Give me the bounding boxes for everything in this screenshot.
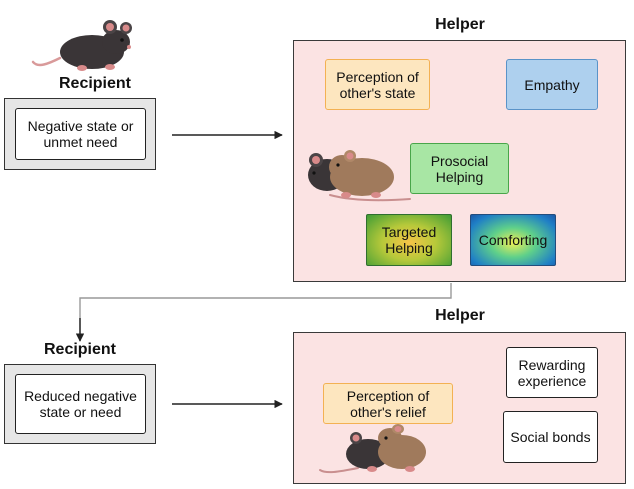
empathy-box: Empathy <box>506 59 598 110</box>
prosocial-helping-box: Prosocial Helping <box>410 143 509 194</box>
recipient-title-top: Recipient <box>58 75 131 92</box>
comforting-box: Comforting <box>470 214 556 266</box>
social-bonds-box: Social bonds <box>503 411 598 463</box>
relief-perception-box: Perception of other's relief <box>323 383 453 424</box>
helper-title-top: Helper <box>435 16 485 33</box>
recipient-title-bottom: Recipient <box>43 341 116 358</box>
negative-state-box: Negative state or unmet need <box>15 108 146 160</box>
helper-title-bottom: Helper <box>435 307 485 324</box>
targeted-helping-box: Targeted Helping <box>366 214 452 266</box>
rewarding-experience-box: Rewarding experience <box>506 347 598 398</box>
reduced-state-box: Reduced negative state or need <box>15 374 146 434</box>
mouse-icon <box>31 20 132 71</box>
mouse-icon <box>319 424 426 474</box>
perception-box: Perception of other's state <box>325 59 430 110</box>
mouse-icon <box>308 150 411 202</box>
